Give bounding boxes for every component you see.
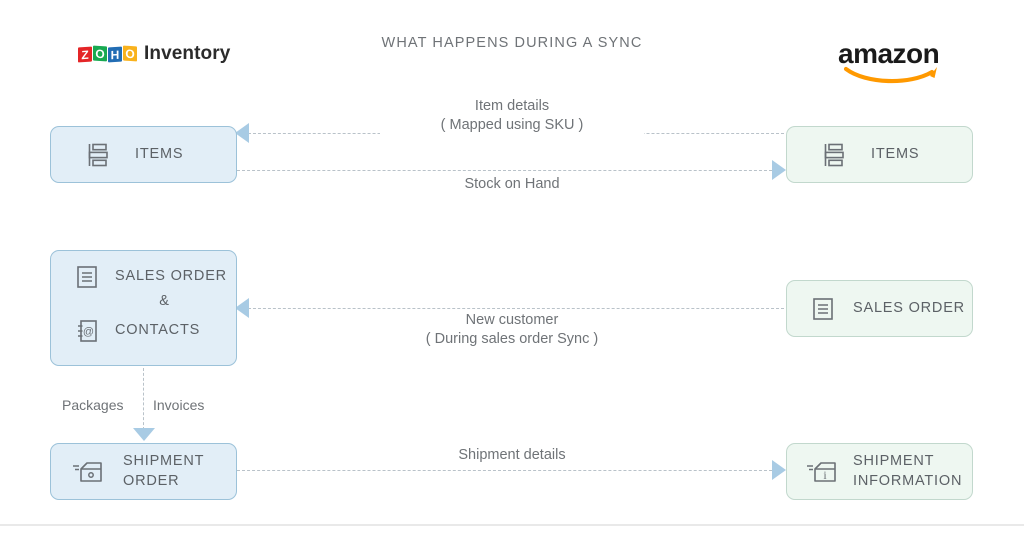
edge-stock-on-hand-line — [237, 170, 772, 171]
svg-text:@: @ — [83, 326, 94, 338]
edge-label-new-customer: New customer ( During sales order Sync ) — [372, 311, 652, 350]
node-zoho-contacts-label: CONTACTS — [115, 321, 201, 338]
node-amazon-items[interactable]: ITEMS — [786, 126, 973, 183]
edge-label-stock-on-hand: Stock on Hand — [400, 175, 624, 195]
edge-packages-invoices-line — [143, 368, 144, 430]
node-zoho-sales-row-contacts: @ CONTACTS — [51, 318, 236, 344]
items-list-icon — [823, 142, 847, 168]
bottom-divider — [0, 524, 1024, 526]
node-amazon-shipment-information-label: SHIPMENT INFORMATION — [853, 452, 962, 491]
package-info-icon: i — [805, 458, 839, 486]
edge-stock-on-hand-arrowhead — [772, 160, 786, 180]
edge-label-packages: Packages — [58, 397, 128, 413]
edge-label-item-details-line2: ( Mapped using SKU ) — [440, 117, 584, 134]
node-zoho-sales-order-contacts[interactable]: SALES ORDER & @ CONTACTS — [50, 250, 237, 366]
node-zoho-sales-row-order: SALES ORDER — [51, 264, 236, 290]
node-zoho-items[interactable]: ITEMS — [50, 126, 237, 183]
node-zoho-shipment-order[interactable]: SHIPMENT ORDER — [50, 443, 237, 500]
node-amazon-shipment-information-line2: INFORMATION — [853, 472, 963, 489]
node-zoho-sales-ampersand: & — [159, 293, 170, 309]
edge-label-shipment-details: Shipment details — [392, 446, 632, 466]
svg-text:i: i — [823, 468, 827, 482]
amazon-wordmark: amazon — [838, 38, 940, 69]
edge-label-new-customer-line2: ( During sales order Sync ) — [425, 331, 599, 348]
node-zoho-items-label: ITEMS — [135, 145, 184, 162]
node-amazon-shipment-information[interactable]: i SHIPMENT INFORMATION — [786, 443, 973, 500]
edge-shipment-details-arrowhead — [772, 460, 786, 480]
node-zoho-sales-order-label: SALES ORDER — [115, 268, 227, 285]
node-amazon-shipment-information-line1: SHIPMENT — [853, 452, 935, 469]
contacts-at-icon: @ — [75, 318, 99, 344]
zoho-product-name: Inventory — [144, 43, 231, 64]
zoho-inventory-logo: Z O H O Inventory — [78, 43, 230, 65]
items-list-icon — [87, 142, 111, 168]
node-zoho-shipment-order-label: SHIPMENT ORDER — [123, 452, 204, 491]
edge-label-shipment-details-line1: Shipment details — [458, 447, 566, 463]
node-amazon-items-label: ITEMS — [871, 145, 920, 162]
amazon-smile-icon — [843, 66, 937, 84]
document-lines-icon — [75, 264, 99, 290]
edge-label-new-customer-line1: New customer — [465, 312, 559, 328]
amazon-logo: amazon — [838, 38, 944, 84]
edge-label-item-details-line1: Item details — [474, 98, 550, 114]
edge-shipment-details-line — [237, 470, 772, 471]
node-amazon-sales-order-label: SALES ORDER — [853, 299, 965, 316]
edge-item-details-arrowhead — [235, 123, 249, 143]
package-box-icon — [71, 458, 105, 486]
edge-packages-invoices-arrowhead — [133, 428, 155, 441]
node-zoho-shipment-order-line1: SHIPMENT — [123, 452, 205, 469]
document-lines-icon — [811, 296, 835, 322]
node-zoho-shipment-order-line2: ORDER — [123, 472, 180, 489]
edge-label-invoices: Invoices — [149, 397, 209, 413]
edge-label-stock-on-hand-line1: Stock on Hand — [464, 176, 560, 192]
node-amazon-sales-order[interactable]: SALES ORDER — [786, 280, 973, 337]
edge-new-customer-line — [248, 308, 784, 309]
edge-label-item-details: Item details ( Mapped using SKU ) — [380, 97, 644, 136]
page-title: WHAT HAPPENS DURING A SYNC — [381, 35, 643, 51]
edge-new-customer-arrowhead — [235, 298, 249, 318]
